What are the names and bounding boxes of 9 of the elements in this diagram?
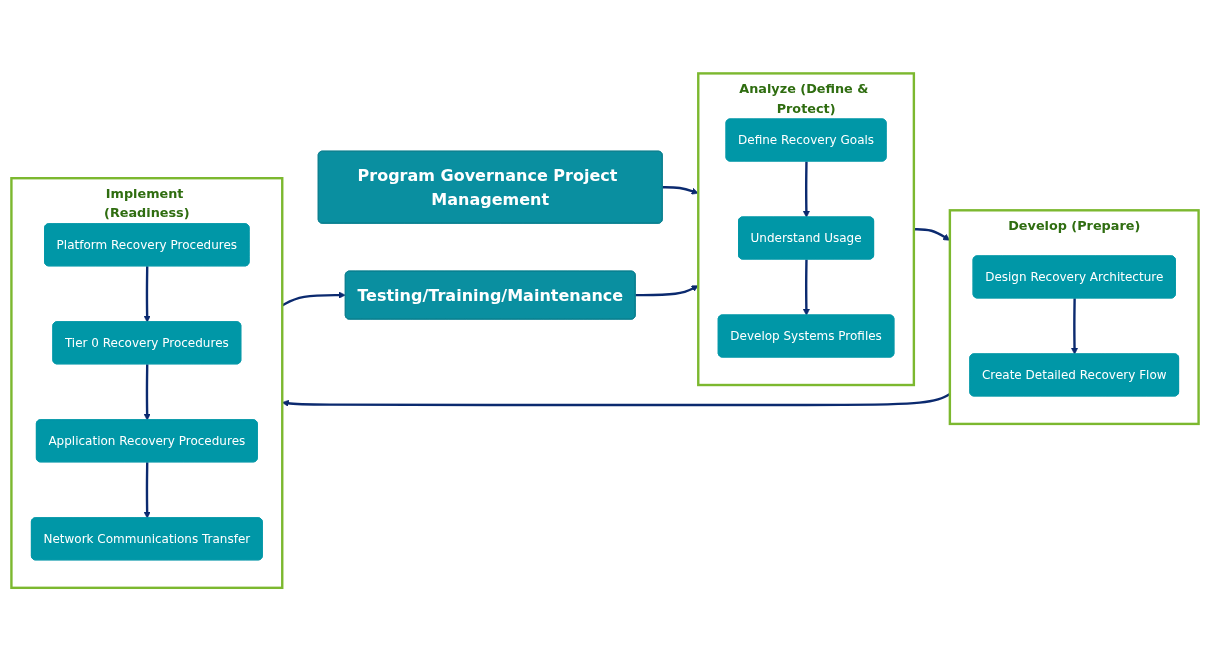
arrow xyxy=(802,161,810,219)
arrow xyxy=(143,364,151,421)
arrow xyxy=(143,266,151,323)
arrow xyxy=(281,292,346,307)
arrow xyxy=(281,393,950,408)
arrow xyxy=(802,259,810,317)
arrow xyxy=(913,228,950,242)
arrow xyxy=(1070,298,1078,355)
arrow xyxy=(143,462,151,519)
